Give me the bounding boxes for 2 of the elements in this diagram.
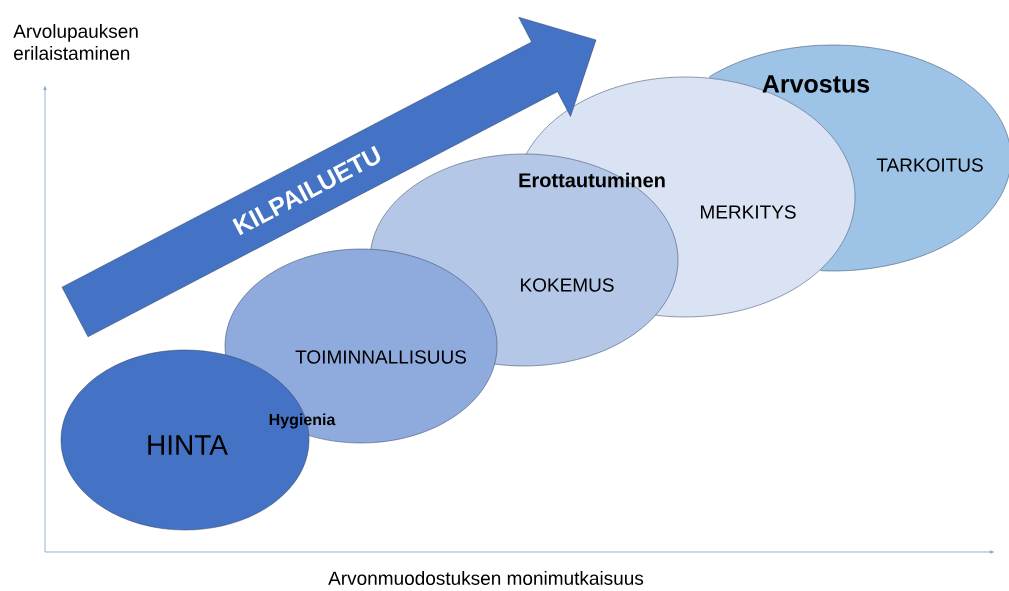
bold-label: Hygienia bbox=[269, 413, 336, 429]
axis-label: Arvonmuodostuksen monimutkaisuus bbox=[328, 571, 644, 585]
